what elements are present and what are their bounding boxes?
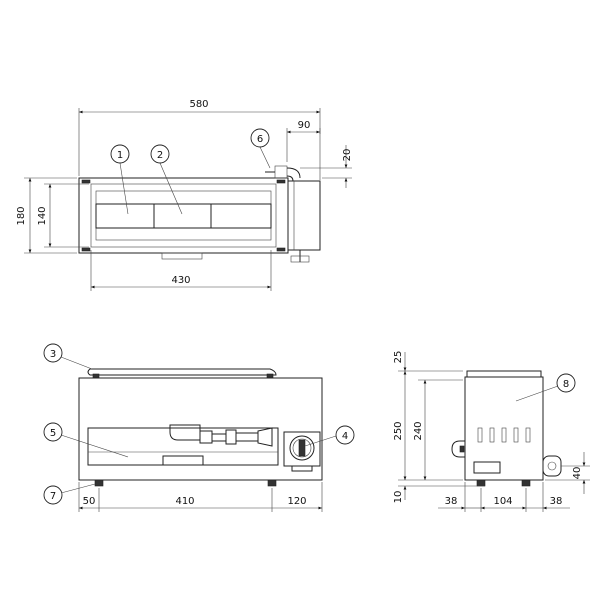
- dim-140: 140: [37, 206, 48, 225]
- front-burner-window: [87, 427, 279, 466]
- svg-text:2: 2: [157, 150, 163, 161]
- top-burner-panel: [95, 203, 272, 229]
- dim-250: 250: [393, 421, 404, 440]
- gas-connector: [274, 165, 288, 179]
- callout-4: [335, 425, 355, 445]
- top-body-outline: [78, 177, 289, 254]
- svg-text:5: 5: [50, 428, 56, 439]
- callout-7: [43, 485, 63, 505]
- top-control-box: [287, 180, 321, 251]
- dim-40: 40: [572, 467, 583, 480]
- dim-90: 90: [298, 120, 311, 131]
- dim-50: 50: [83, 496, 96, 507]
- front-top-plate: [87, 368, 277, 376]
- callout-2: [150, 144, 170, 164]
- gas-knob: [289, 435, 315, 461]
- callout-1: [110, 144, 130, 164]
- dim-120: 120: [287, 496, 306, 507]
- top-view: 580 90 20 180 140 430 1 2 6: [16, 99, 353, 291]
- callout-6: [250, 128, 270, 148]
- svg-text:3: 3: [50, 349, 56, 360]
- dim-20: 20: [342, 149, 353, 162]
- side-body: [464, 376, 544, 481]
- svg-text:8: 8: [563, 379, 569, 390]
- svg-text:6: 6: [257, 134, 263, 145]
- callout-8: [556, 373, 576, 393]
- front-body: [78, 377, 323, 481]
- dim-240: 240: [413, 421, 424, 440]
- svg-text:1: 1: [117, 150, 123, 161]
- top-inner-frame: [90, 183, 277, 248]
- side-top-plate: [466, 370, 542, 378]
- side-view: 25 250 240 10 40 38 104 38 8: [393, 351, 590, 512]
- dim-180: 180: [16, 206, 27, 225]
- callout-5: [43, 422, 63, 442]
- top-bottom-tab: [161, 252, 203, 260]
- dim-38-left: 38: [445, 496, 458, 507]
- side-label-box: [473, 461, 501, 474]
- top-grate: [95, 190, 272, 241]
- svg-text:4: 4: [342, 431, 348, 442]
- dim-38-right: 38: [550, 496, 563, 507]
- dim-410: 410: [175, 496, 194, 507]
- dim-104: 104: [493, 496, 512, 507]
- svg-text:7: 7: [50, 491, 56, 502]
- callout-3: [43, 343, 63, 363]
- side-knob: [451, 440, 466, 458]
- dim-580: 580: [189, 99, 208, 110]
- dim-10: 10: [393, 491, 404, 504]
- dim-430: 430: [171, 275, 190, 286]
- side-connector: [542, 455, 562, 477]
- dim-25: 25: [393, 351, 404, 364]
- front-view: 50 410 120 3 4 5 7: [43, 343, 355, 512]
